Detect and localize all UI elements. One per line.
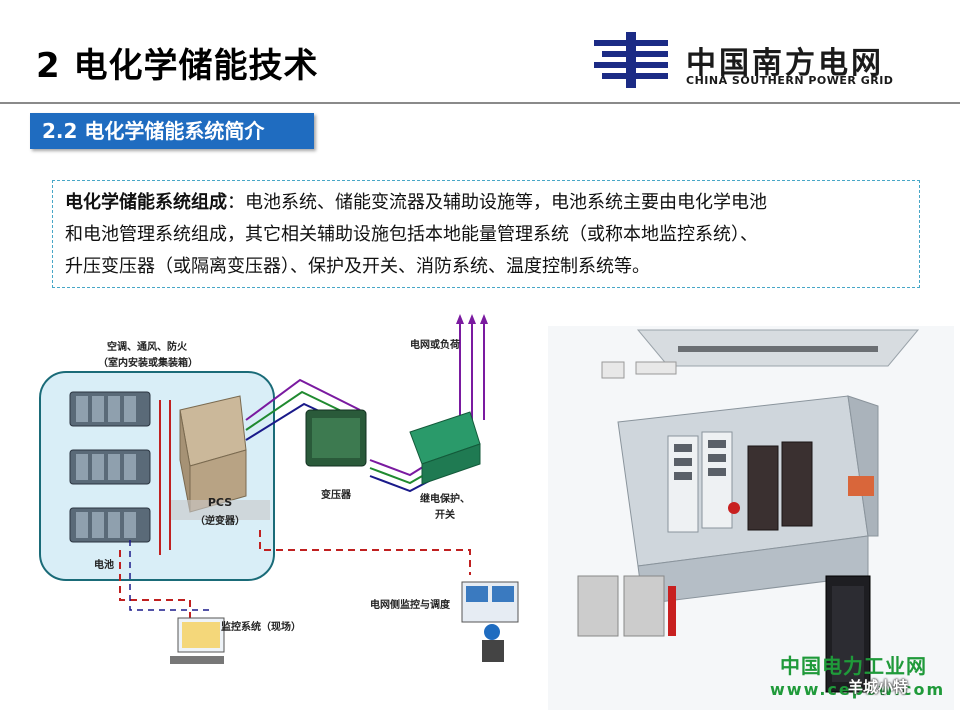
- label-grid-load: 电网或负荷: [410, 340, 460, 351]
- fire-extinguisher: [728, 502, 740, 514]
- label-grid-monitor: 电网侧监控与调度: [370, 600, 450, 611]
- intro-line-3: 升压变压器（或隔离变压器）、保护及开关、消防系统、温度控制系统等。: [65, 256, 650, 277]
- intro-text-1: ：电池系统、储能变流器及辅助设施等，电池系统主要由电化学电池: [227, 192, 767, 213]
- pcs-cabinets: [747, 441, 813, 531]
- csg-logo: [594, 32, 668, 88]
- battery-cabinets: [667, 431, 733, 533]
- label-hvac: 空调、通风、防火: [107, 342, 187, 353]
- label-relay: 继电保护、: [420, 494, 470, 505]
- container-drawing: [548, 326, 954, 710]
- relay-switch: [409, 411, 481, 485]
- label-enclosure: （室内安装或集装箱）: [98, 358, 198, 369]
- label-battery: 电池: [94, 560, 114, 571]
- pcs-cabinet: [170, 395, 270, 520]
- intro-line-1: 电化学储能系统组成：电池系统、储能变流器及辅助设施等，电池系统主要由电化学电池: [65, 187, 907, 219]
- intro-lead: 电化学储能系统组成: [65, 192, 227, 213]
- system-schematic: 空调、通风、防火 （室内安装或集装箱） PCS （逆变器） 变压器 继电保护、 …: [30, 300, 530, 710]
- schematic-drawing: [39, 314, 519, 664]
- logo-text-cn: 中国南方电网: [686, 46, 884, 81]
- grid-monitor-station: [461, 581, 519, 662]
- transformer: [305, 409, 367, 467]
- logo-text-en: CHINA SOUTHERN POWER GRID: [686, 74, 894, 87]
- intro-box: 电化学储能系统组成：电池系统、储能变流器及辅助设施等，电池系统主要由电化学电池 …: [52, 180, 920, 288]
- title-divider: [0, 102, 960, 104]
- section-heading: 2.2 电化学储能系统简介: [30, 113, 314, 149]
- label-transformer: 变压器: [321, 490, 351, 501]
- watermark-url: www.cepow.com: [770, 680, 946, 699]
- container-illustration: [548, 326, 954, 710]
- page-title: 2 电化学储能技术: [36, 46, 319, 86]
- site-monitor-pc: [170, 617, 225, 664]
- label-site-monitor: 监控系统（现场）: [221, 622, 301, 633]
- label-switch: 开关: [435, 510, 455, 521]
- watermark-site-name: 中国电力工业网: [780, 654, 927, 678]
- intro-line-2: 和电池管理系统组成，其它相关辅助设施包括本地能量管理系统（或称本地监控系统）、: [65, 224, 758, 245]
- watermark-wechat: 羊城小特: [848, 678, 909, 696]
- label-pcs: PCS: [207, 496, 233, 509]
- label-inverter: （逆变器）: [195, 516, 245, 527]
- grid-arrows: [456, 314, 488, 324]
